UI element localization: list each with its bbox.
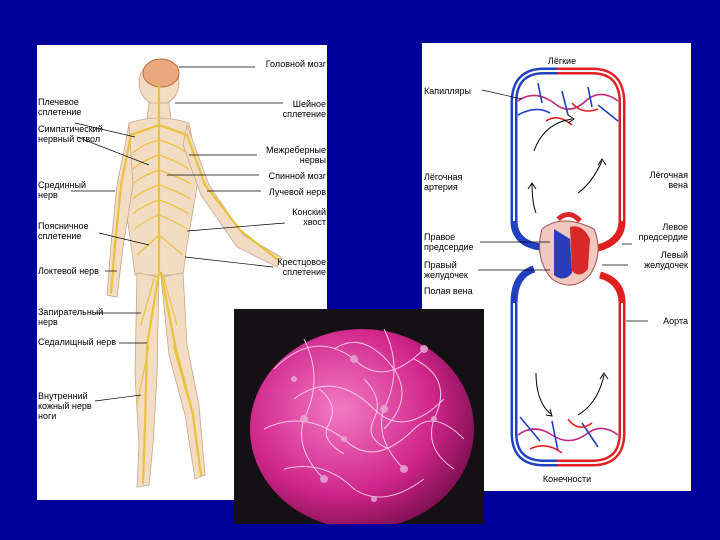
label-right-atrium: Правое предсердие: [424, 232, 484, 252]
label-ulnar-nerve: Локтевой нерв: [38, 266, 108, 276]
label-aorta: Аорта: [644, 316, 688, 326]
cell-micrograph: [234, 309, 484, 524]
label-brachial-plexus: Плечевое сплетение: [38, 97, 98, 117]
label-pulmonary-vein: Лёгочная вена: [628, 170, 688, 190]
label-sciatic-nerve: Седалищный нерв: [38, 337, 122, 347]
label-spinal-cord: Спинной мозг: [247, 171, 326, 181]
label-intercostal-nerves: Межреберные нервы: [247, 145, 326, 165]
label-cauda-equina: Конский хвост: [277, 207, 326, 227]
label-median-nerve: Срединный нерв: [38, 180, 98, 200]
brain-icon: [143, 59, 179, 87]
label-right-ventricle: Правый желудочек: [424, 260, 484, 280]
label-obturator-nerve: Запирательный нерв: [38, 307, 102, 327]
label-left-atrium: Левое предсердие: [622, 222, 688, 242]
label-cervical-plexus: Шейное сплетение: [273, 99, 326, 119]
label-lumbar-plexus: Поясничное сплетение: [38, 221, 102, 241]
label-limbs: Конечности: [522, 474, 612, 484]
label-pulmonary-artery: Лёгочная артерия: [424, 172, 484, 192]
label-vena-cava: Полая вена: [424, 286, 484, 296]
heart-icon: [540, 214, 599, 285]
label-sacral-plexus: Крестцовое сплетение: [263, 257, 326, 277]
label-left-ventricle: Левый желудочек: [622, 250, 688, 270]
label-brain: Головной мозг: [247, 59, 326, 69]
label-capillaries: Капилляры: [424, 86, 494, 96]
label-lungs: Лёгкие: [532, 56, 592, 66]
egg-cell-image: [234, 309, 484, 524]
label-radial-nerve: Лучевой нерв: [247, 187, 326, 197]
label-sympathetic-trunk: Симпатический нервный ствол: [38, 124, 116, 144]
label-saphenous-nerve: Внутренний кожный нерв ноги: [38, 391, 102, 421]
